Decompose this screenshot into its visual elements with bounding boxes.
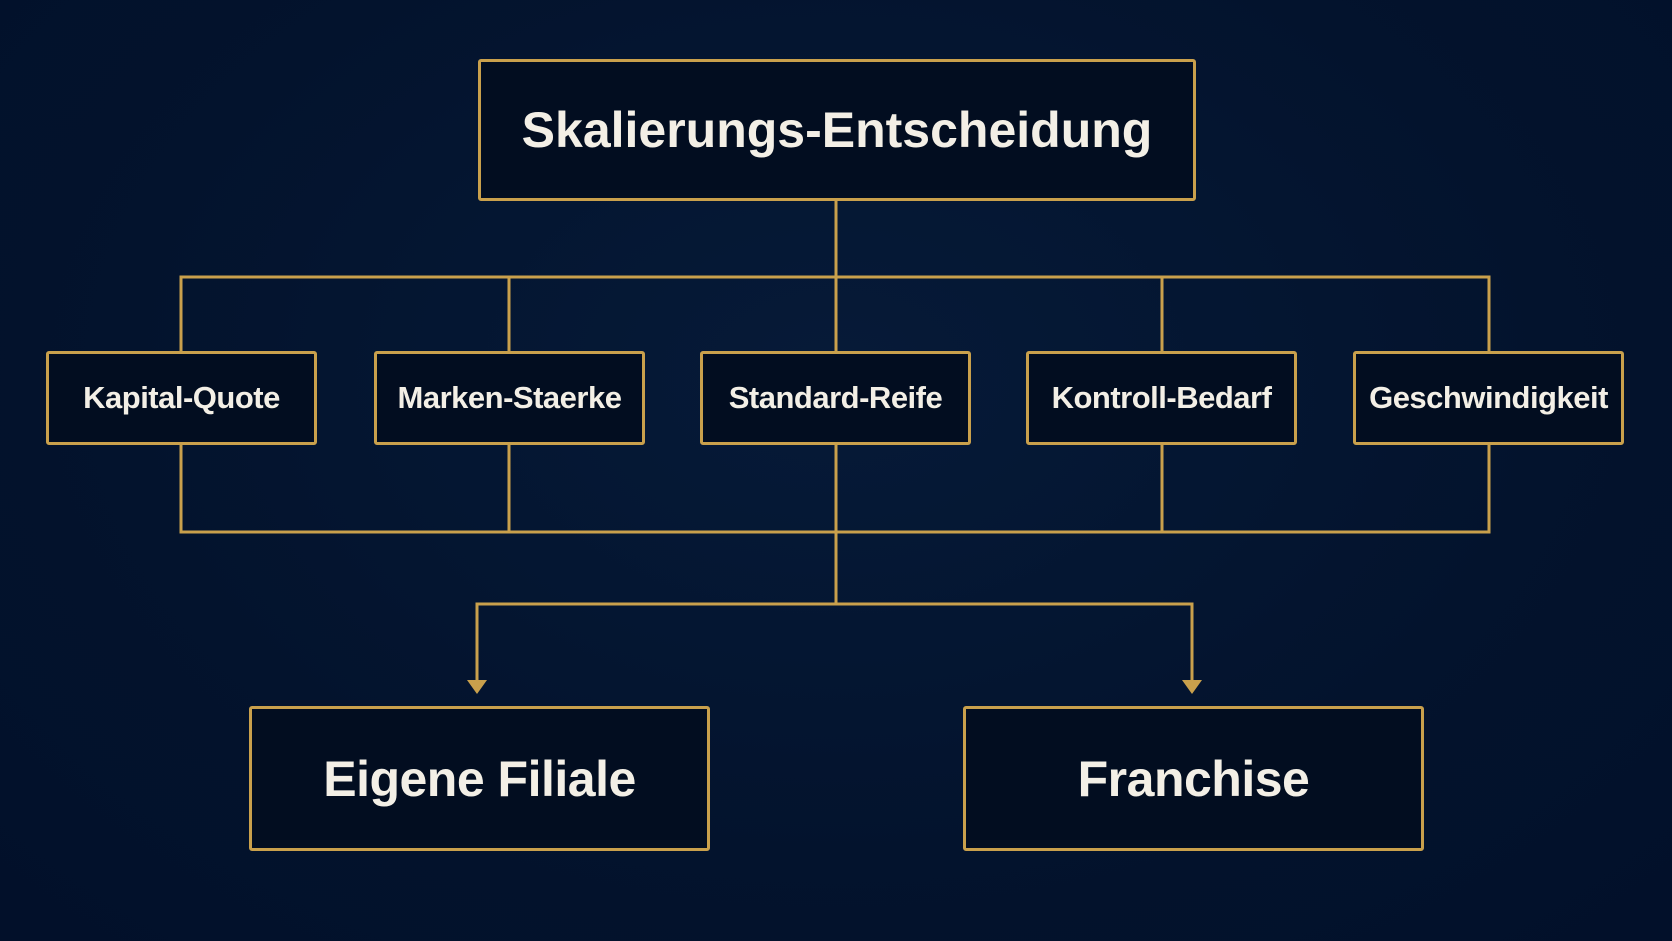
arrowhead-eigene-filiale — [467, 680, 487, 694]
factor-node-label: Kapital-Quote — [83, 380, 280, 415]
factor-node-label: Kontroll-Bedarf — [1051, 380, 1272, 415]
factor-node-label: Standard-Reife — [728, 380, 943, 415]
factor-node-standard-reife: Standard-Reife — [700, 351, 971, 445]
outcome-node-label: Eigene Filiale — [323, 750, 636, 807]
outcome-node-eigene-filiale: Eigene Filiale — [249, 706, 710, 851]
factor-node-kapital-quote: Kapital-Quote — [46, 351, 317, 445]
factor-node-marken-staerke: Marken-Staerke — [374, 351, 645, 445]
factor-node-kontroll-bedarf: Kontroll-Bedarf — [1026, 351, 1297, 445]
root-node-skalierungs-entscheidung: Skalierungs-Entscheidung — [478, 59, 1196, 201]
outcome-node-label: Franchise — [1077, 750, 1310, 807]
factor-node-label: Geschwindigkeit — [1369, 380, 1608, 415]
factor-node-label: Marken-Staerke — [397, 380, 622, 415]
outcome-node-franchise: Franchise — [963, 706, 1424, 851]
root-node-label: Skalierungs-Entscheidung — [521, 102, 1153, 158]
factor-node-geschwindigkeit: Geschwindigkeit — [1353, 351, 1624, 445]
arrowhead-franchise — [1182, 680, 1202, 694]
